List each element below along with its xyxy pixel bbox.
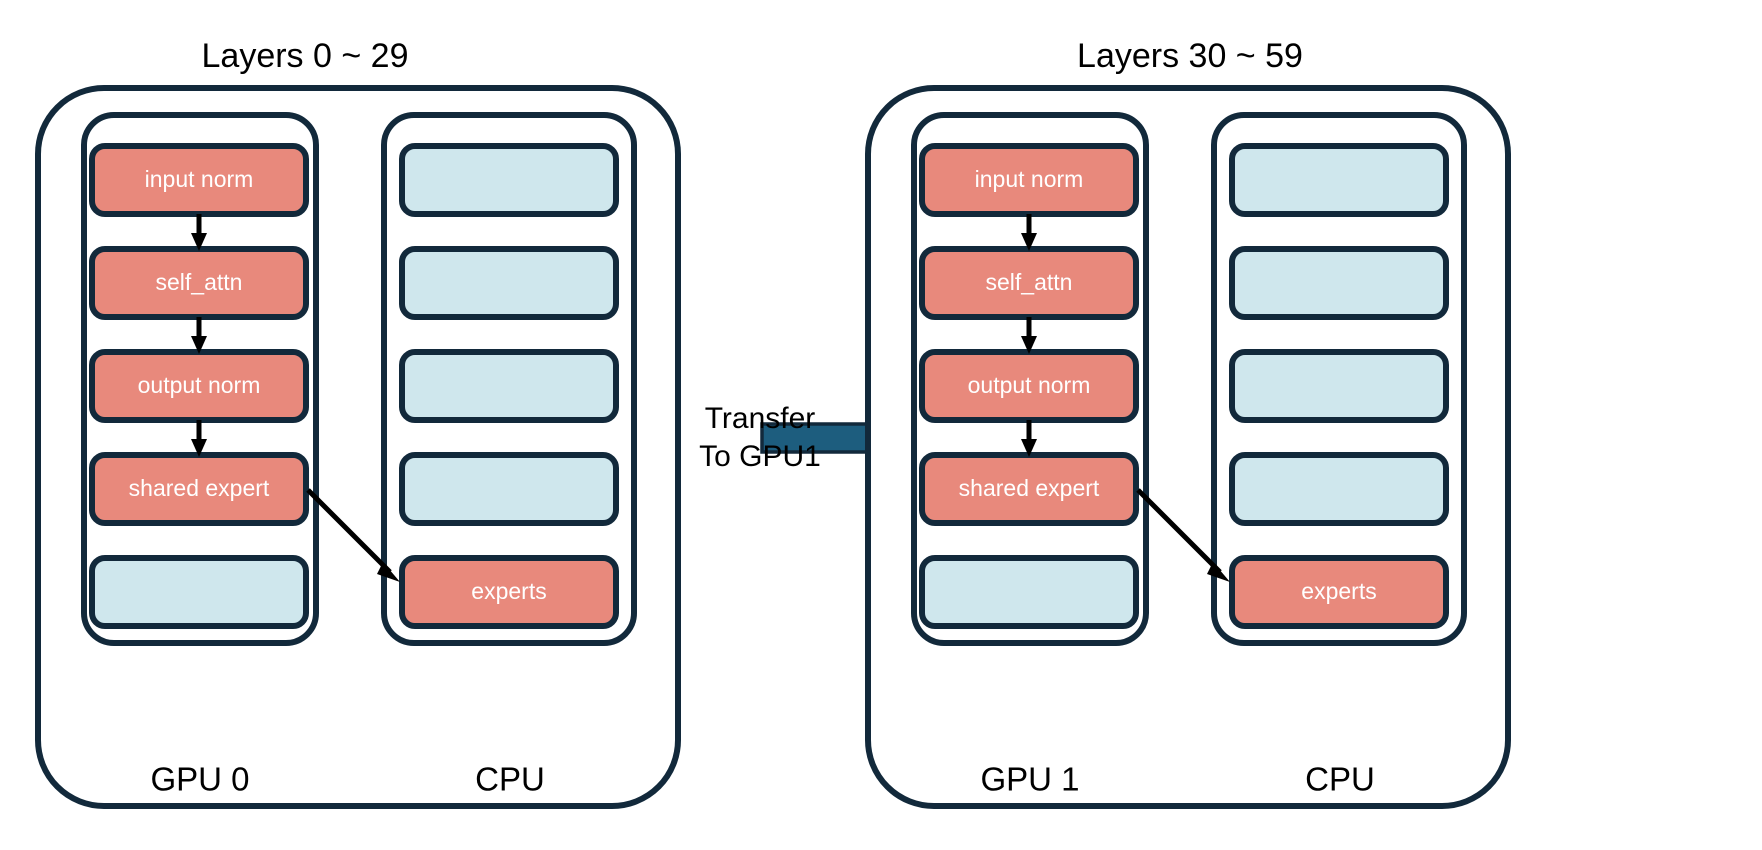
transfer-label-line1: Transfer xyxy=(705,402,816,435)
panel-right-gpu-block-input-norm-label: input norm xyxy=(975,166,1084,192)
panel-left-arrow-shared-to-experts xyxy=(306,488,392,574)
panel-right-arrowhead-input-to-attn xyxy=(1021,233,1037,251)
panel-left-cpu-block-4[interactable] xyxy=(399,452,619,526)
panel-left-gpu-block-self-attn-label: self_attn xyxy=(156,269,243,295)
panel-right-cpu-label: CPU xyxy=(1305,761,1375,798)
panel-left-gpu-block-shared-expert-label: shared expert xyxy=(129,475,270,501)
panel-right-arrowhead-attn-to-outnorm xyxy=(1021,336,1037,354)
panel-left-title: Layers 0 ~ 29 xyxy=(202,37,409,75)
panel-left-arrowhead-outnorm-to-shared xyxy=(191,439,207,457)
panel-right-gpu-block-shared-expert-label: shared expert xyxy=(959,475,1100,501)
panel-left-gpu-block-output-norm-label: output norm xyxy=(138,372,261,398)
panel-right-arrowhead-outnorm-to-shared xyxy=(1021,439,1037,457)
panel-right-cpu-block-2[interactable] xyxy=(1229,246,1449,320)
panel-left-cpu-block-2[interactable] xyxy=(399,246,619,320)
panel-left-gpu-block-empty[interactable] xyxy=(89,555,309,629)
panel-left-cpu-block-1[interactable] xyxy=(399,143,619,217)
panel-left-cpu-block-experts-label: experts xyxy=(471,578,546,604)
panel-right-cpu-block-3[interactable] xyxy=(1229,349,1449,423)
panel-right-cpu-block-experts-label: experts xyxy=(1301,578,1376,604)
panel-left-arrowhead-input-to-attn xyxy=(191,233,207,251)
panel-right-gpu-label: GPU 1 xyxy=(980,761,1079,798)
panel-right-arrow-shared-to-experts xyxy=(1136,488,1222,574)
panel-right-cpu-block-1[interactable] xyxy=(1229,143,1449,217)
panel-right-cpu-block-4[interactable] xyxy=(1229,452,1449,526)
panel-right-gpu-block-self-attn-label: self_attn xyxy=(986,269,1073,295)
panel-left-cpu-block-experts[interactable] xyxy=(399,555,619,629)
panel-right-gpu-block-empty[interactable] xyxy=(919,555,1139,629)
panel-left-cpu-block-3[interactable] xyxy=(399,349,619,423)
panel-right-cpu-block-experts[interactable] xyxy=(1229,555,1449,629)
panel-right-arrowhead-shared-to-experts xyxy=(1207,562,1230,582)
panel-left-cpu-label: CPU xyxy=(475,761,545,798)
panel-left-gpu-block-input-norm-label: input norm xyxy=(145,166,254,192)
panel-left-gpu-label: GPU 0 xyxy=(150,761,249,798)
transfer-label-line2: To GPU1 xyxy=(699,440,821,473)
panel-left-arrowhead-shared-to-experts xyxy=(377,562,400,582)
panel-right-title: Layers 30 ~ 59 xyxy=(1077,37,1303,75)
panel-right-gpu-block-output-norm-label: output norm xyxy=(968,372,1091,398)
panel-left-arrowhead-attn-to-outnorm xyxy=(191,336,207,354)
